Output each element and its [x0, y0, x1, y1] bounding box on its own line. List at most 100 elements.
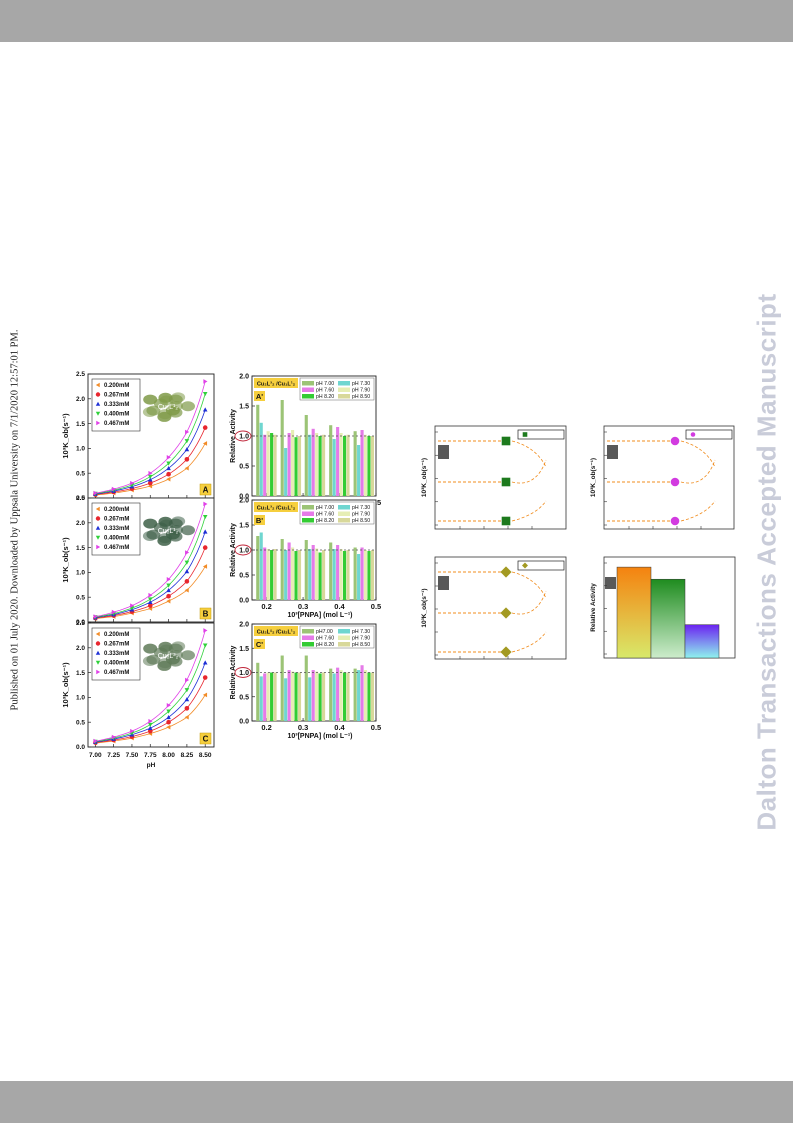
- activity-bar: [346, 672, 350, 721]
- dashed-curve: [511, 500, 547, 522]
- activity-bar: [360, 665, 364, 721]
- legend-label: 0.200mM: [104, 632, 129, 638]
- activity-bar: [332, 549, 336, 600]
- legend-label: pH 7.30: [352, 629, 370, 635]
- legend-marker: [95, 411, 101, 416]
- legend-label: pH 7.90: [352, 388, 370, 394]
- legend-label: pH 8.50: [352, 394, 370, 400]
- legend-box: [517, 560, 565, 571]
- legend-swatch: [338, 518, 350, 523]
- activity-bar: [256, 404, 260, 496]
- panel-letter: A: [203, 486, 209, 495]
- legend-swatch: [302, 387, 314, 392]
- y-tick-label: 0.0: [76, 495, 85, 502]
- activity-bar: [263, 547, 267, 600]
- data-point: [166, 461, 171, 466]
- dashed-curve: [511, 590, 547, 615]
- y-axis-label: 10³K_ob(s⁻¹): [421, 588, 428, 627]
- crystal-fragment: [180, 401, 195, 412]
- data-point: [111, 734, 116, 740]
- activity-bar: [259, 422, 263, 496]
- activity-bar: [284, 550, 288, 600]
- legend-marker: [522, 432, 528, 437]
- crystal-fragment: [158, 658, 173, 669]
- activity-bar: [650, 578, 686, 659]
- crystal-fragment: [143, 643, 158, 654]
- x-tick-label: 0.3: [298, 602, 308, 611]
- activity-bar: [284, 678, 288, 721]
- data-point: [202, 407, 208, 412]
- activity-bar: [304, 655, 308, 721]
- legend-label: pH 7.60: [316, 636, 334, 642]
- dashed-curve: [680, 500, 716, 522]
- activity-bar: [332, 439, 336, 496]
- y-axis-label: 10³K_ob(s⁻¹): [590, 458, 597, 497]
- legend-label: 0.333mM: [104, 651, 129, 657]
- plot-frame: [434, 556, 567, 660]
- legend-label: 0.400mM: [104, 536, 129, 542]
- schematic-marker: [501, 516, 511, 526]
- legend-label: pH 8.50: [352, 642, 370, 648]
- x-tick-label: 0.5: [371, 723, 381, 732]
- legend-swatch: [338, 629, 350, 634]
- crystal-photo: [142, 516, 195, 546]
- activity-bar: [363, 434, 368, 496]
- y-tick-label: 2.0: [239, 622, 249, 629]
- activity-bar: [273, 434, 277, 496]
- y-tick-label: 0.0: [76, 744, 85, 751]
- legend-marker: [95, 660, 101, 665]
- x-tick-label: 7.75: [144, 752, 157, 759]
- activity-bar: [342, 436, 347, 496]
- data-point: [130, 603, 135, 608]
- y-axis-label: 10³K_ob(s⁻¹): [61, 413, 70, 459]
- legend-label: pH 8.50: [352, 518, 370, 524]
- dashed-curve: [511, 459, 547, 484]
- schematic-marker: [670, 516, 680, 526]
- data-point: [148, 592, 153, 598]
- legend-marker: [95, 525, 101, 530]
- y-tick-label: 1.5: [239, 404, 249, 411]
- data-point: [202, 675, 208, 680]
- dashed-curve: [511, 631, 547, 653]
- legend-marker: [95, 641, 101, 646]
- activity-bar: [308, 434, 312, 496]
- dashed-curve: [680, 459, 716, 484]
- data-point: [111, 609, 116, 615]
- activity-bar: [308, 549, 312, 600]
- panel-letter: B: [203, 610, 209, 619]
- y-tick-label: 0.0: [76, 619, 85, 626]
- ratio-badge: [254, 378, 298, 388]
- data-point: [184, 688, 190, 693]
- data-point: [202, 425, 208, 430]
- y-tick-label: 0.5: [76, 719, 85, 726]
- activity-bar: [256, 662, 260, 721]
- legend-label: 0.267mM: [104, 393, 129, 399]
- activity-bar: [353, 431, 357, 496]
- legend-swatch: [338, 511, 350, 516]
- x-tick-label: 0.2: [261, 723, 271, 732]
- crystal-photo: [142, 392, 195, 422]
- activity-bar: [287, 542, 291, 600]
- activity-bar: [370, 550, 375, 600]
- data-point: [130, 480, 135, 486]
- legend-label: 0.200mM: [104, 507, 129, 513]
- legend-swatch: [302, 518, 314, 523]
- data-point: [166, 465, 171, 471]
- data-point: [147, 725, 153, 730]
- schematic-panel: 10³K_ob(s⁻¹): [421, 425, 567, 530]
- data-point: [166, 583, 171, 588]
- legend-label: pH 8.20: [316, 518, 334, 524]
- legend-marker: [95, 650, 101, 655]
- activity-bar: [315, 548, 319, 600]
- activity-bar: [259, 532, 263, 600]
- y-tick-label: 2.5: [76, 371, 85, 378]
- x-axis-label: 10³[PNPA] (mol L⁻¹): [287, 612, 352, 619]
- activity-bar: [318, 552, 322, 600]
- highlight-circle: [234, 544, 252, 556]
- legend-swatch: [338, 635, 350, 640]
- ratio-label: Cu₂L³₂ /Cu₁L¹₂: [257, 381, 296, 388]
- y-axis-label: Relative Activity: [230, 523, 237, 577]
- activity-bar: [291, 671, 295, 721]
- kinetics-panel-B: 0.00.51.01.52.02.57.007.257.507.758.008.…: [61, 495, 215, 644]
